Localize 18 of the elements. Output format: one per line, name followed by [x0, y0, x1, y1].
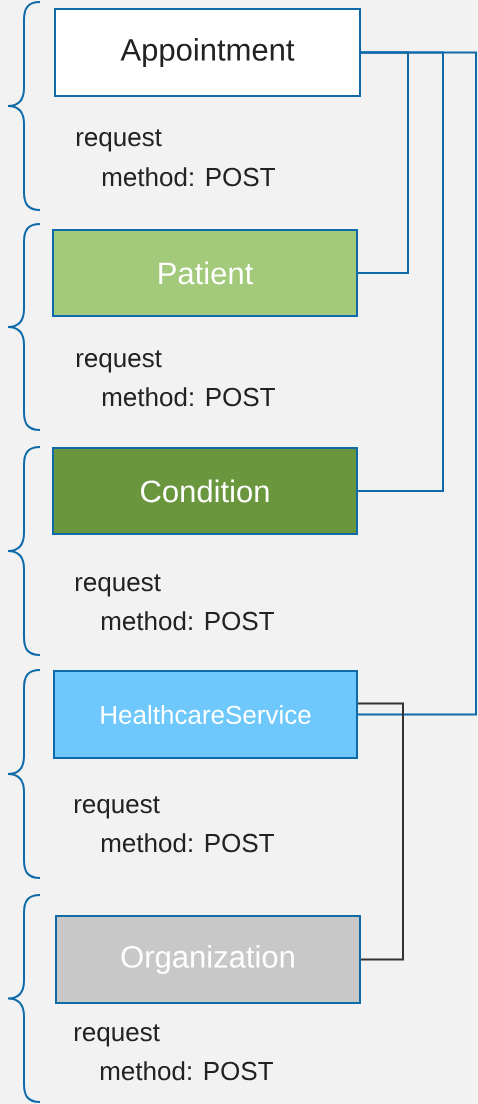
annotation-text: request	[74, 796, 160, 819]
annotation-text: method: POST	[102, 387, 275, 407]
connector	[357, 702, 404, 961]
annotation-text: request	[75, 574, 161, 597]
connector	[357, 51, 477, 716]
annotation-text: request	[74, 1024, 160, 1047]
connector	[357, 51, 444, 492]
entity-box: Patient	[52, 229, 358, 317]
annotation-text: request	[76, 350, 162, 373]
connector	[357, 51, 409, 274]
entity-box: Appointment	[54, 8, 361, 97]
annotation-text: request	[76, 129, 162, 152]
annotation-text: method: POST	[101, 611, 274, 631]
annotation-text: method: POST	[100, 1061, 273, 1081]
annotation-text: method: POST	[102, 167, 275, 187]
annotation-text: method: POST	[101, 833, 274, 853]
entity-box: HealthcareService	[53, 670, 358, 759]
entity-box: Condition	[52, 447, 358, 535]
